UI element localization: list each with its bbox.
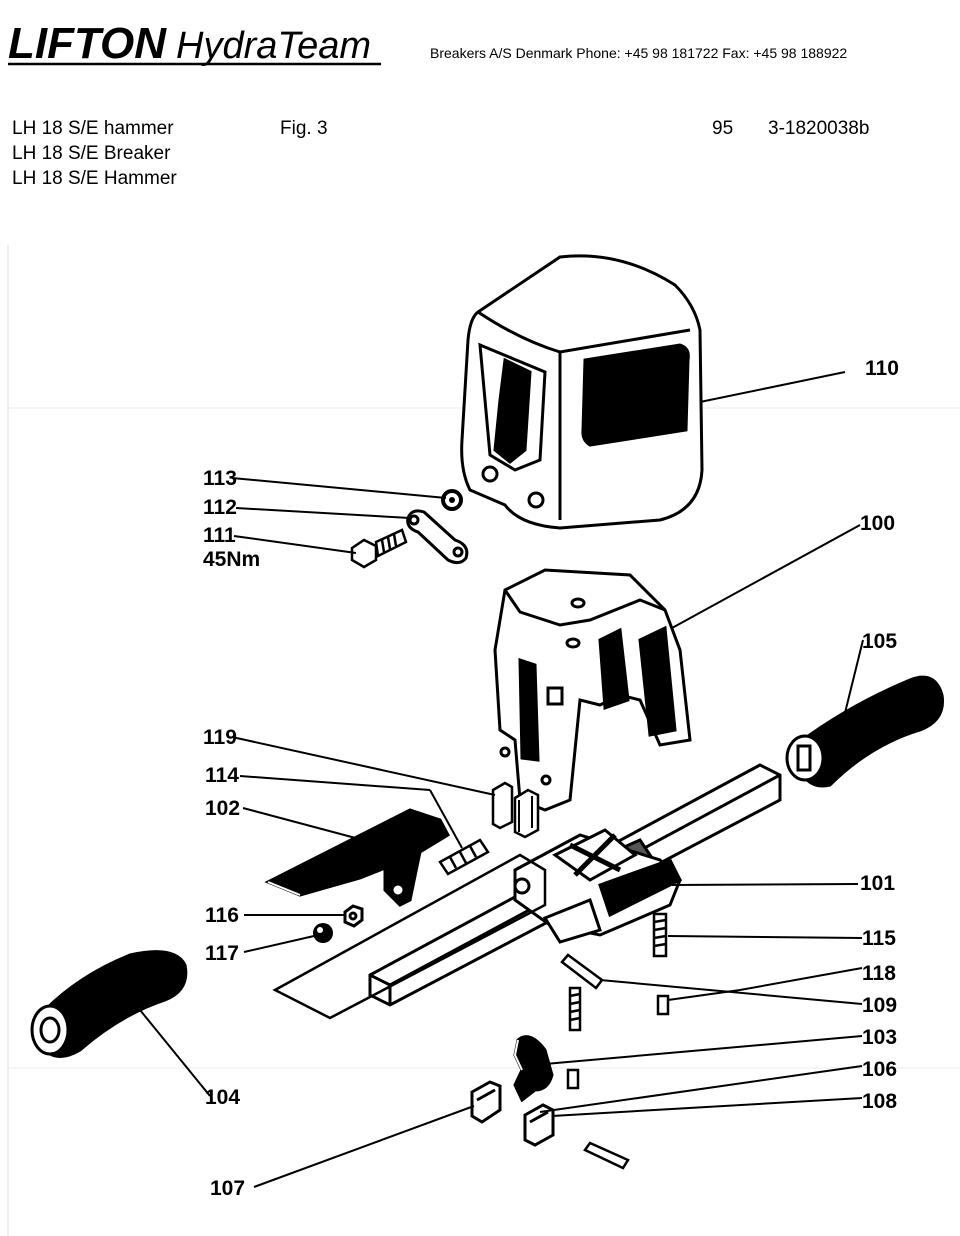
contact-info: Breakers A/S Denmark Phone: +45 98 18172… <box>430 45 848 61</box>
callout-100: 100 <box>860 512 895 535</box>
callout-112: 112 <box>203 496 237 519</box>
callout-114: 114 <box>205 764 239 787</box>
callout-113: 113 <box>203 467 237 490</box>
lifton-logo: LIFTON HydraTeam <box>8 19 381 68</box>
part-107-bracket <box>470 1080 502 1124</box>
part-115-spring <box>652 912 668 958</box>
callout-104: 104 <box>205 1086 240 1109</box>
part-119-block <box>491 781 540 839</box>
callout-119: 119 <box>203 726 237 749</box>
callout-103: 103 <box>862 1026 897 1049</box>
callout-105: 105 <box>862 630 897 653</box>
part-118-pin <box>560 953 604 990</box>
part-100-frame <box>493 568 692 812</box>
leader-lines <box>139 371 864 1188</box>
callout-108: 108 <box>862 1090 897 1113</box>
logo-hydrateam-text: HydraTeam <box>176 25 371 67</box>
title-line-1: LH 18 S/E hammer <box>12 118 174 139</box>
part-111-bolt <box>350 528 408 569</box>
page-number: 95 <box>712 118 734 139</box>
part-103-pawl <box>513 1035 554 1103</box>
part-110-cover <box>460 254 704 530</box>
part-105-handle <box>785 675 945 788</box>
torque-label: 45Nm <box>203 548 260 571</box>
callout-109: 109 <box>862 994 897 1017</box>
part-102-lever <box>264 808 450 907</box>
part-113-washer <box>441 489 463 511</box>
callout-110: 110 <box>865 357 899 380</box>
title-line-3: LH 18 S/E Hammer <box>12 168 177 189</box>
callout-118: 118 <box>862 962 896 985</box>
callout-116: 116 <box>205 904 239 927</box>
part-114-spring-pin <box>438 838 490 876</box>
title-line-2: LH 18 S/E Breaker <box>12 143 171 164</box>
callout-102: 102 <box>205 797 240 820</box>
callout-111: 111 <box>203 524 236 547</box>
part-101-slide-block <box>513 828 683 944</box>
part-116-nut <box>343 904 364 928</box>
callout-117: 117 <box>205 942 239 965</box>
figure-label: Fig. 3 <box>280 118 328 139</box>
callout-101: 101 <box>860 872 895 895</box>
part-112-lock-plate <box>406 509 469 565</box>
callout-115: 115 <box>862 927 896 950</box>
part-108-pin <box>583 1141 630 1170</box>
part-108-bracket <box>523 1103 555 1147</box>
callout-107: 107 <box>210 1177 245 1200</box>
logo-lifton-text: LIFTON <box>8 19 167 68</box>
exploded-parts-diagram: 110 113 112 111 45Nm 100 105 119 114 102… <box>7 245 960 1236</box>
part-109-spring <box>568 986 670 1032</box>
base-plate <box>272 853 547 1020</box>
part-117-cap-nut <box>313 923 333 943</box>
part-104-handle <box>30 950 188 1058</box>
callout-106: 106 <box>862 1058 897 1081</box>
part-106-spring <box>566 1068 580 1090</box>
part-number: 3-1820038b <box>768 118 870 139</box>
